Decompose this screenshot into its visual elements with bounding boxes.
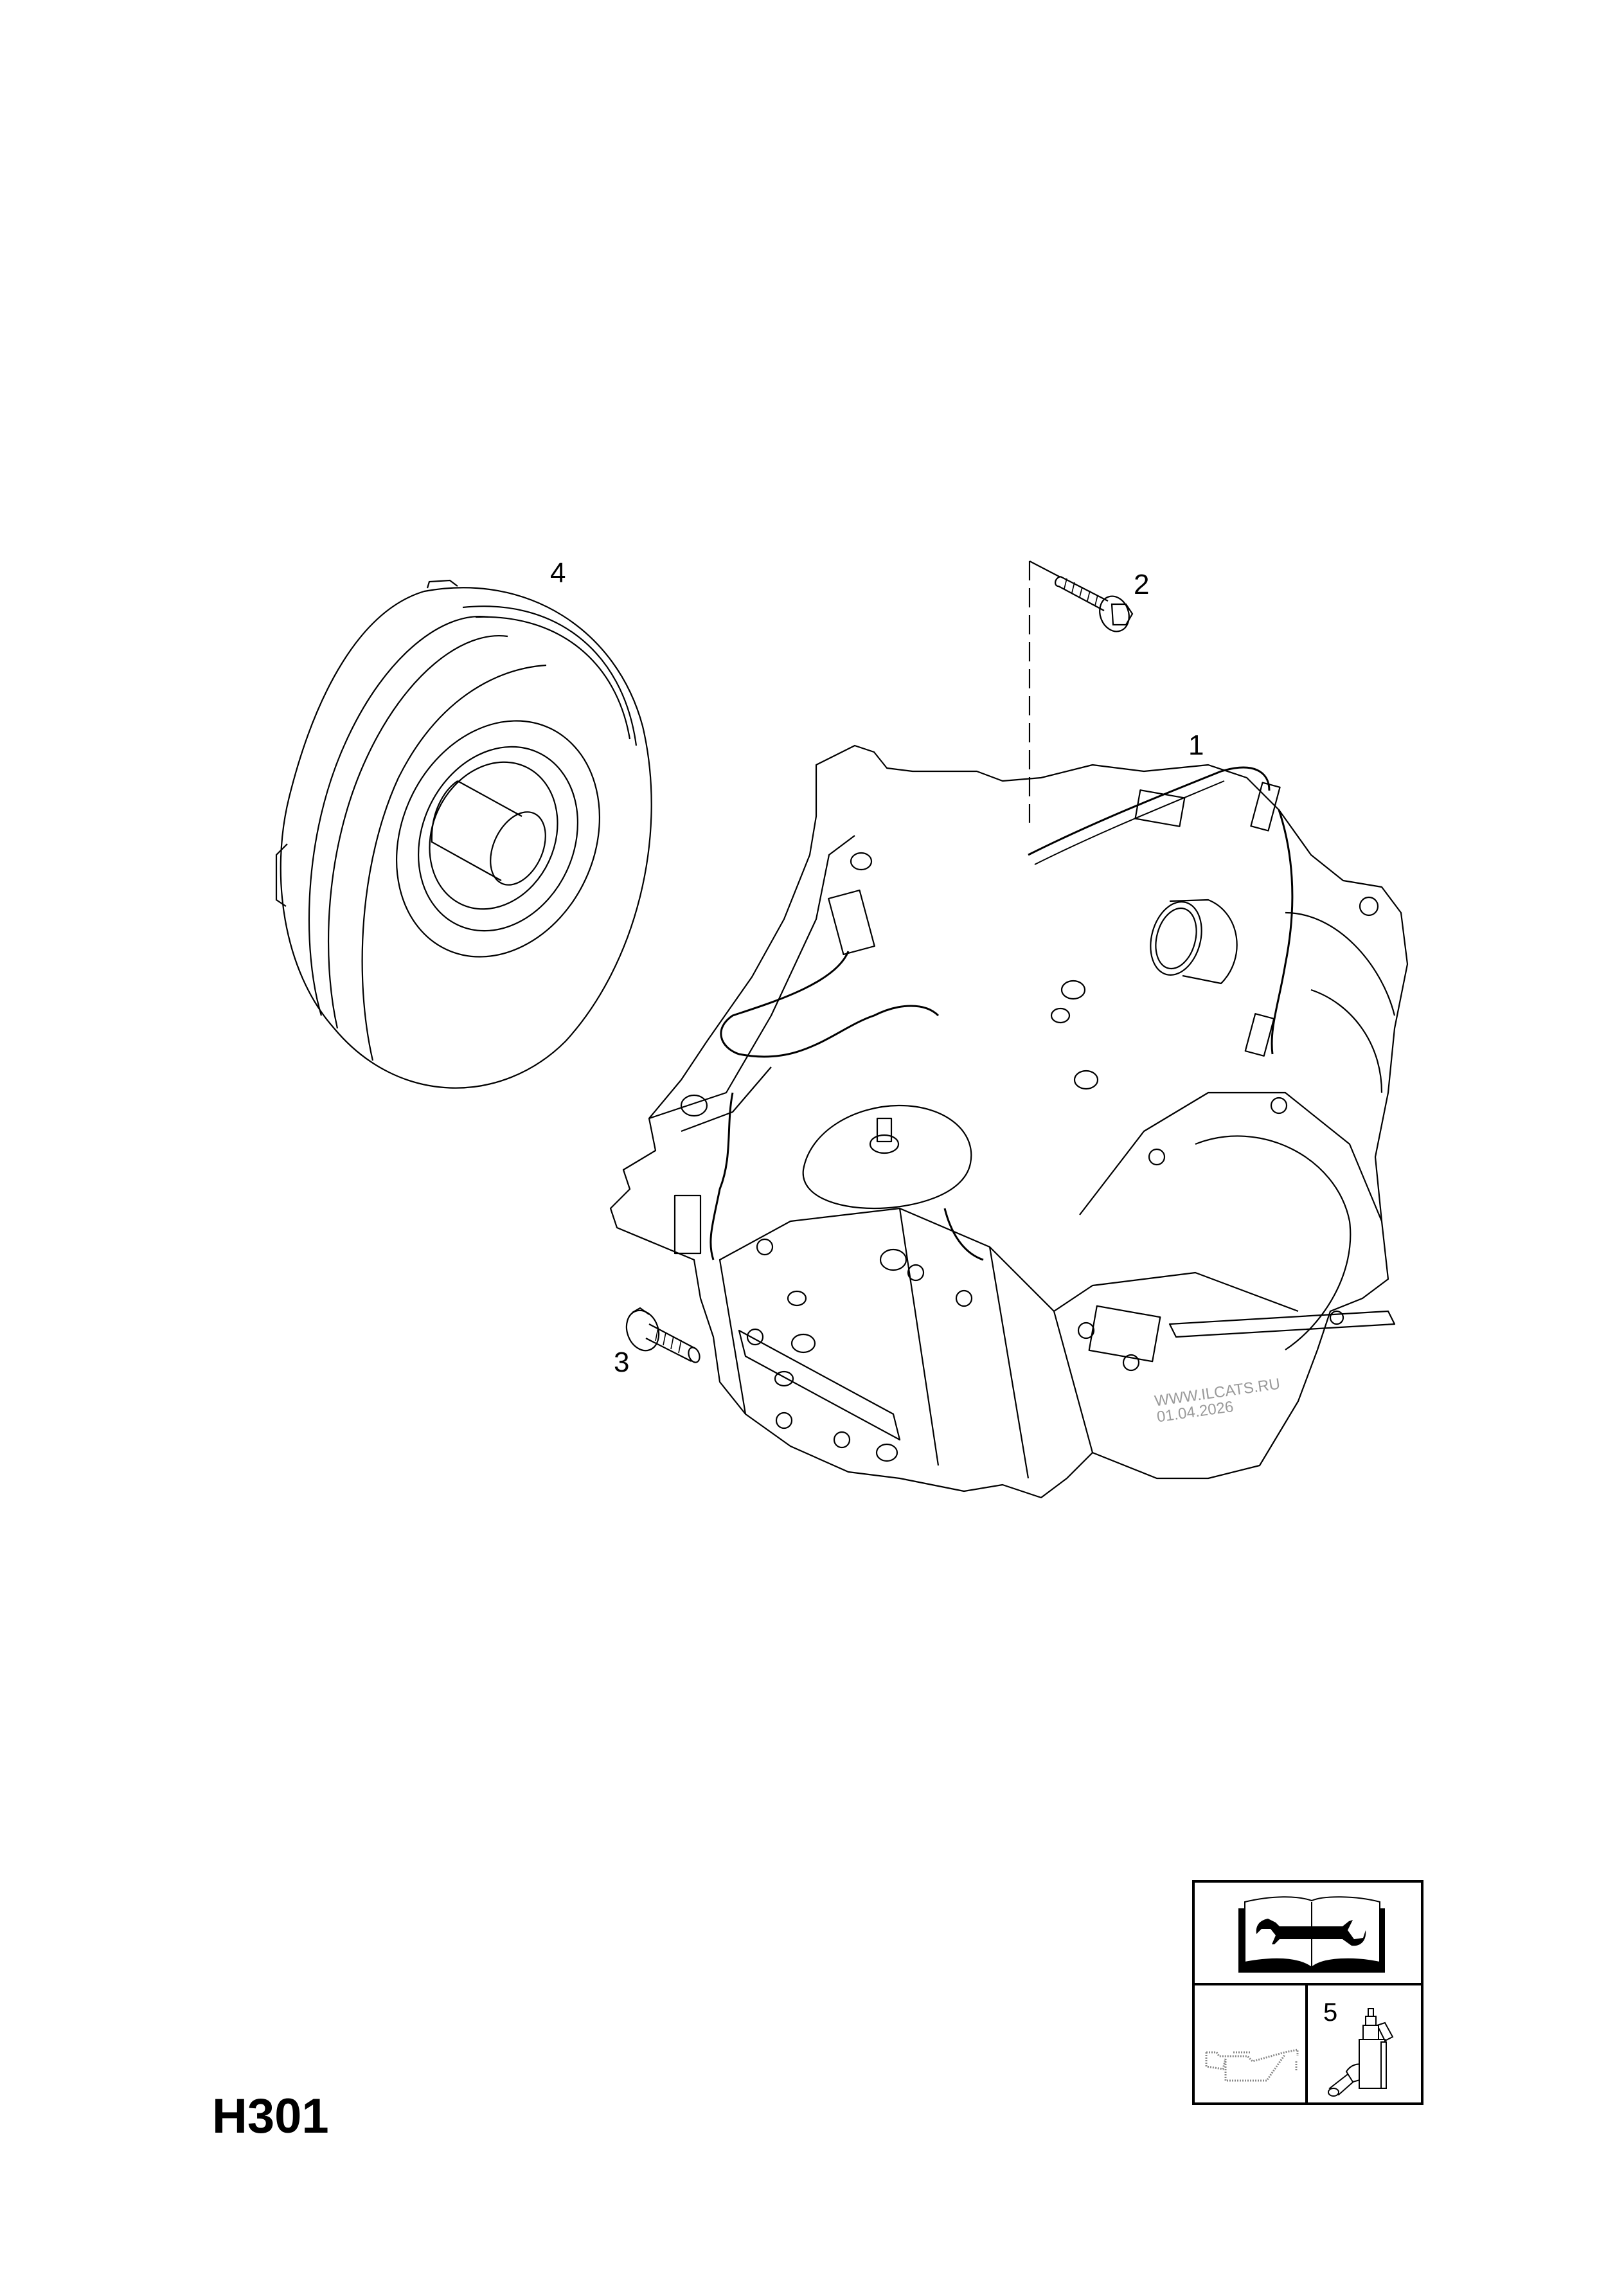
diagram-code: H301 xyxy=(212,2089,329,2144)
service-manual-cell[interactable] xyxy=(1195,1883,1421,1985)
sealant-cell[interactable]: 5 xyxy=(1308,1985,1421,2102)
legend-callout-5: 5 xyxy=(1323,1998,1338,2027)
legend-box: 5 xyxy=(1192,1880,1423,2105)
callout-3[interactable]: 3 xyxy=(614,1347,630,1378)
service-manual-wrench-icon xyxy=(1238,1896,1385,1973)
oil-can-icon xyxy=(1205,2048,1299,2082)
oil-cell[interactable] xyxy=(1195,1985,1308,2102)
callout-1[interactable]: 1 xyxy=(1188,730,1204,761)
sealant-bottle-icon xyxy=(1328,2008,1394,2097)
callout-2[interactable]: 2 xyxy=(1134,569,1150,600)
callout-4[interactable]: 4 xyxy=(550,557,566,589)
